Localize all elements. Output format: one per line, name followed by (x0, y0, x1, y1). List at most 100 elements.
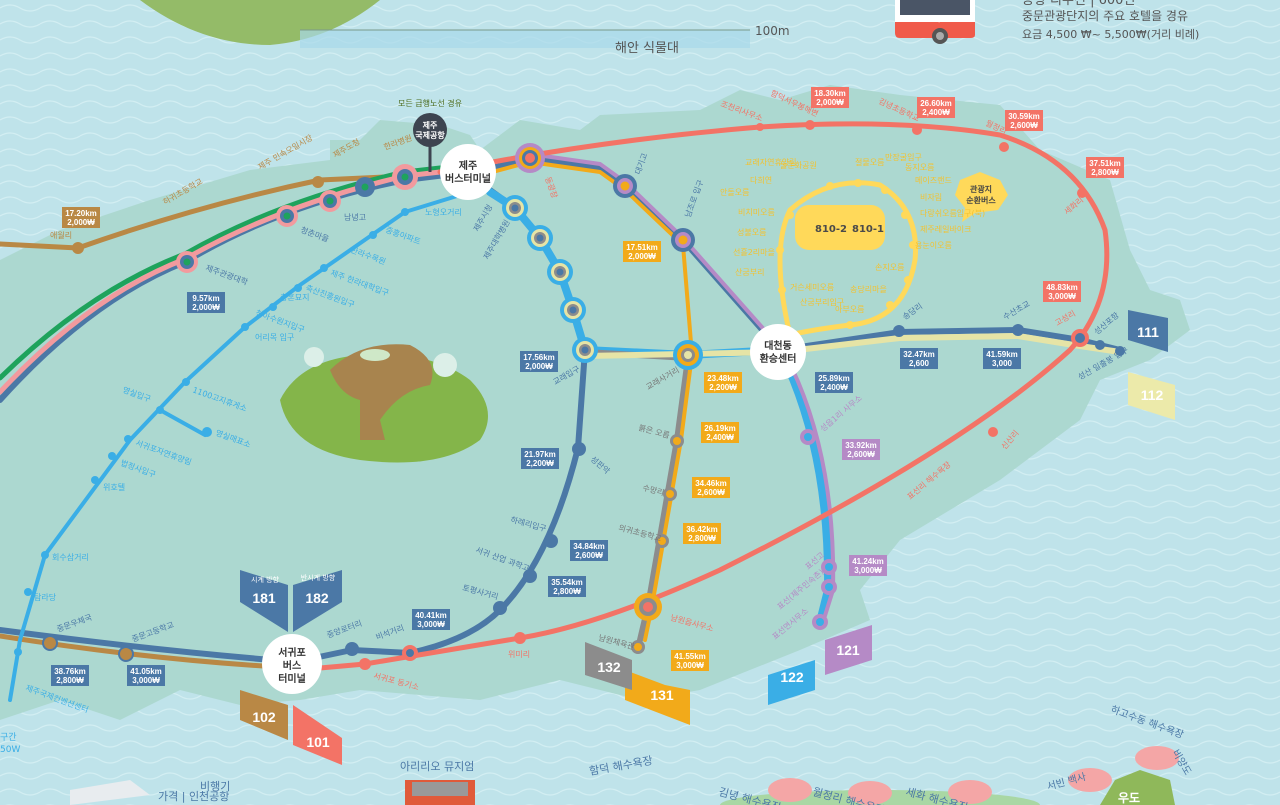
route-111-flag[interactable]: 111 (1128, 310, 1168, 352)
svg-text:버스: 버스 (283, 659, 301, 672)
tour-badge-burst (955, 172, 1008, 222)
fare-price: 3,000₩ (854, 566, 882, 575)
svg-text:돌문화공원: 돌문화공원 (780, 161, 817, 170)
svg-text:182: 182 (305, 590, 329, 606)
fare-price: 2,600₩ (1010, 121, 1038, 130)
beach-umbrella-icon (1068, 768, 1112, 792)
route-121-flag[interactable]: 121 (825, 625, 872, 675)
svg-text:남녕고: 남녕고 (344, 213, 366, 222)
svg-text:111: 111 (1137, 324, 1159, 340)
fare-price: 2,800₩ (1091, 168, 1119, 177)
fare-distance: 34.84km (573, 542, 605, 551)
svg-text:101: 101 (306, 734, 330, 750)
route-102-south-line[interactable] (0, 633, 298, 671)
fare-distance: 38.76km (54, 667, 86, 676)
route-112-flag[interactable]: 112 (1128, 372, 1175, 420)
svg-text:애월리: 애월리 (50, 230, 72, 240)
fare-distance: 26.19km (704, 424, 736, 433)
svg-text:산굼부리: 산굼부리 (735, 267, 764, 277)
svg-text:어리목 입구: 어리목 입구 (255, 332, 294, 342)
fare-price: 2,600₩ (575, 551, 603, 560)
fare-distance: 18.30km (814, 89, 846, 98)
all-express-note: 모든 급행노선 경유 (398, 98, 462, 108)
route-810-2-label[interactable]: 810-2 (815, 224, 847, 235)
svg-text:비행기: 비행기 (200, 780, 230, 793)
daecheon-transfer-hub[interactable] (750, 324, 806, 380)
fare-price: 2,000₩ (192, 303, 220, 312)
route-810-1-label[interactable]: 810-1 (852, 224, 884, 235)
fare-price: 2,000₩ (628, 252, 656, 261)
svg-text:국제공항: 국제공항 (415, 130, 445, 140)
svg-text:121: 121 (836, 642, 860, 658)
jeju-bus-terminal-hub[interactable] (440, 144, 496, 200)
svg-text:위호텔: 위호텔 (103, 483, 125, 492)
fare-price: 2,000₩ (525, 362, 553, 371)
svg-text:시계 방향: 시계 방향 (251, 575, 280, 584)
fare-distance: 23.48km (707, 374, 739, 383)
route-101-line[interactable] (317, 121, 1110, 671)
route-132-flag[interactable]: 132 (585, 642, 632, 690)
route-122-flag[interactable]: 122 (768, 660, 815, 705)
route-102-flag[interactable]: 102 (240, 690, 288, 740)
svg-text:산굼부리입구: 산굼부리입구 (800, 297, 844, 307)
fare-price: 2,200₩ (526, 459, 554, 468)
svg-text:탐라당: 탐라당 (34, 592, 57, 602)
limo-fare: 요금 4,500 ₩~ 5,500₩(거리 비례) (1022, 28, 1199, 41)
fare-price: 2,000₩ (67, 218, 95, 227)
svg-text:노형오거리: 노형오거리 (425, 208, 462, 217)
fare-distance: 30.59km (1008, 112, 1040, 121)
fare-distance: 33.92km (845, 441, 877, 450)
route-181-south-line[interactable] (0, 187, 588, 665)
route-101-flag[interactable]: 101 (293, 705, 342, 765)
fare-price: 3,000₩ (417, 620, 445, 629)
limo-title: 공항 리무진 | 600번 (1022, 0, 1135, 8)
route-131-flag[interactable]: 131 (625, 670, 690, 725)
svg-text:용눈이오름: 용눈이오름 (915, 240, 952, 250)
fare-distance: 9.57km (192, 294, 219, 303)
svg-text:만장굴입구: 만장굴입구 (885, 152, 922, 162)
fare-distance: 17.20km (65, 209, 97, 218)
fare-price: 2,600 (909, 359, 930, 368)
jeju-airport-hub[interactable] (413, 113, 447, 147)
route-112-line[interactable] (582, 333, 1123, 359)
fare-distance: 36.42km (686, 525, 718, 534)
airport-limousine-bus-icon: Airport (895, 0, 975, 44)
fare-distance: 41.55km (674, 652, 706, 661)
svg-text:회수삼거리: 회수삼거리 (52, 552, 89, 562)
fare-distance: 37.51km (1089, 159, 1121, 168)
limo-desc: 중문관광단지의 주요 호텔을 경유 (1022, 9, 1188, 23)
svg-text:교래자연휴양림: 교래자연휴양림 (745, 157, 797, 167)
fare-distance: 32.47km (903, 350, 935, 359)
fare-distance: 35.54km (551, 578, 583, 587)
svg-text:충혼묘지: 충혼묘지 (280, 292, 309, 302)
seogwipo-bus-terminal-hub[interactable] (262, 634, 322, 694)
beach-umbrella-icon (848, 781, 892, 805)
fare-labels: 17.20km2,000₩9.57km2,000₩17.51km2,000₩17… (51, 87, 1124, 686)
station-markers[interactable] (14, 120, 1125, 670)
svg-text:위미리: 위미리 (508, 650, 530, 659)
svg-text:절물오름: 절물오름 (855, 158, 884, 167)
route-122-line[interactable] (486, 188, 833, 626)
fare-distance: 41.05km (130, 667, 162, 676)
beach-umbrella-icon (768, 778, 812, 802)
svg-text:50W: 50W (0, 745, 20, 755)
svg-text:손지오름: 손지오름 (875, 263, 904, 272)
svg-text:아리리오 뮤지엄: 아리리오 뮤지엄 (400, 760, 474, 773)
